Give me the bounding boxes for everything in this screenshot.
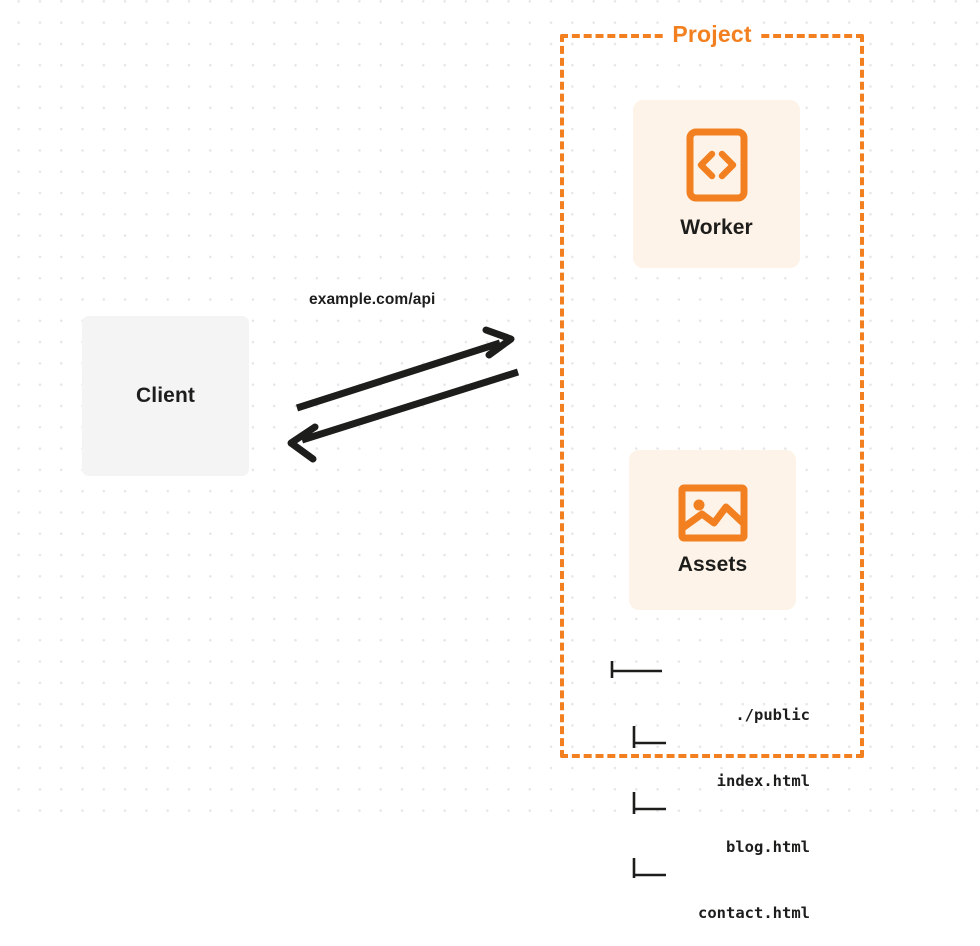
inbound-arrow xyxy=(287,368,520,463)
tree-row: contact.html xyxy=(600,858,810,922)
worker-card[interactable]: Worker xyxy=(633,100,800,268)
code-brackets-icon xyxy=(686,128,747,202)
assets-card-label: Assets xyxy=(677,553,748,576)
worker-card-label: Worker xyxy=(680,216,753,239)
project-container: Project xyxy=(560,21,864,758)
asset-file-tree: ./public index.html blog.html contact.ht… xyxy=(600,616,810,924)
client-node[interactable]: Client xyxy=(82,316,249,476)
tree-branch-icon xyxy=(610,661,662,678)
tree-row: ./public xyxy=(600,660,810,724)
tree-branch-icon xyxy=(632,858,666,878)
assets-card[interactable]: Assets xyxy=(629,450,796,610)
tree-branch-icon xyxy=(632,792,666,814)
image-icon xyxy=(678,484,747,542)
project-title: Project xyxy=(665,21,759,48)
tree-item-name: blog.html xyxy=(726,838,810,856)
client-node-label: Client xyxy=(136,384,195,407)
tree-row: blog.html xyxy=(600,792,810,856)
diagram-canvas: Client example.com/api Project Worker xyxy=(0,0,980,922)
tree-item-name: ./public xyxy=(735,706,810,724)
tree-branch-icon xyxy=(632,726,666,748)
tree-item-name: index.html xyxy=(716,772,810,790)
outbound-arrow xyxy=(295,326,515,412)
request-url-label: example.com/api xyxy=(309,291,436,308)
tree-item-name: contact.html xyxy=(698,904,810,922)
tree-row: index.html xyxy=(600,726,810,790)
